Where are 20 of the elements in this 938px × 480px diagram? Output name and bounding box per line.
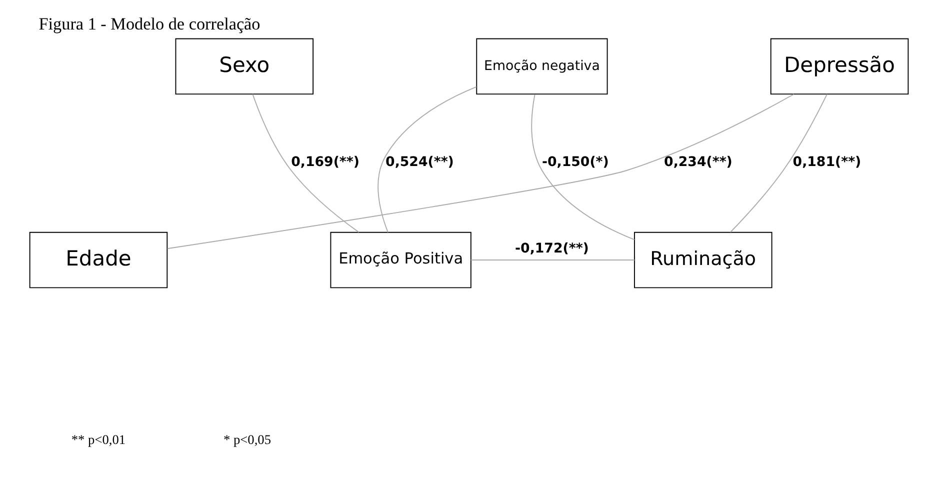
- diagram-title: Figura 1 - Modelo de correlação: [38, 14, 260, 34]
- node-box: Emoção negativa: [476, 38, 608, 95]
- label: * p<0,05: [223, 432, 272, 447]
- connector: [166, 94, 794, 250]
- edge-label: -0,150(*): [542, 154, 609, 170]
- connector: [730, 94, 828, 233]
- node-box: Edade: [29, 232, 168, 288]
- node-box: Depressão: [770, 38, 909, 95]
- label: ** p<0,01: [71, 432, 126, 447]
- node-box: Ruminação: [634, 232, 772, 288]
- node-box: Emoção Positiva: [330, 232, 472, 288]
- edge-label: -0,172(**): [515, 242, 589, 257]
- edge-label: 0,181(**): [792, 154, 862, 170]
- connector: [252, 94, 360, 233]
- node-box: Sexo: [175, 38, 314, 95]
- edge-label: 0,524(**): [386, 154, 454, 170]
- connector: [531, 94, 635, 240]
- edge-label: 0,169(**): [291, 154, 360, 170]
- edge-label: 0,234(**): [664, 154, 732, 170]
- connector: [378, 86, 477, 233]
